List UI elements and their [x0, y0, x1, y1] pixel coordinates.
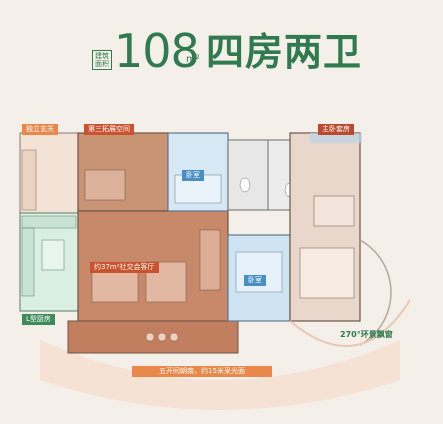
tag-bedroom-2: 卧室 — [244, 275, 266, 286]
kitchen-island — [41, 239, 65, 271]
bay-window-arc — [359, 239, 392, 346]
frontage-banner: 五开间朝南，约15米采光面 — [132, 366, 272, 377]
bathroom-1 — [227, 139, 269, 211]
tag-l-kitchen: L型厨房 — [22, 314, 55, 325]
title-row: 建筑面积 108 m² 四房两卫 — [0, 22, 443, 82]
master-closet — [313, 195, 355, 227]
tag-third-bay: 第三拓展空间 — [84, 124, 134, 135]
bay-window-sweep — [289, 299, 411, 347]
toilet-1 — [239, 177, 251, 193]
third-bay-desk — [84, 169, 126, 201]
dining-chair-1 — [145, 332, 155, 342]
view-270-label: 270°环景飘窗 — [340, 330, 393, 339]
dining-chair-3 — [169, 332, 179, 342]
master-bed — [299, 247, 355, 299]
tag-entrance: 独立玄关 — [22, 124, 58, 135]
tag-social-hall: 约37m²社交会客厅 — [90, 262, 159, 273]
bedroom-bottom-bed — [235, 251, 283, 293]
tv-cabinet — [199, 229, 221, 291]
dining-chair-2 — [157, 332, 167, 342]
kitchen-counter-top — [21, 215, 77, 229]
area-label: 建筑面积 — [92, 50, 112, 70]
south-light-fan — [40, 340, 400, 410]
area-value: 108 — [114, 24, 200, 78]
area-unit: m² — [186, 54, 200, 65]
tag-bedroom-1: 卧室 — [182, 170, 204, 181]
layout-title: 四房两卫 — [206, 30, 363, 74]
tag-master-suite: 主卧套房 — [318, 124, 354, 135]
kitchen-counter-side — [21, 227, 35, 297]
sofa — [91, 271, 139, 303]
entrance-closet — [21, 149, 37, 211]
master-bath-strip — [310, 133, 362, 143]
